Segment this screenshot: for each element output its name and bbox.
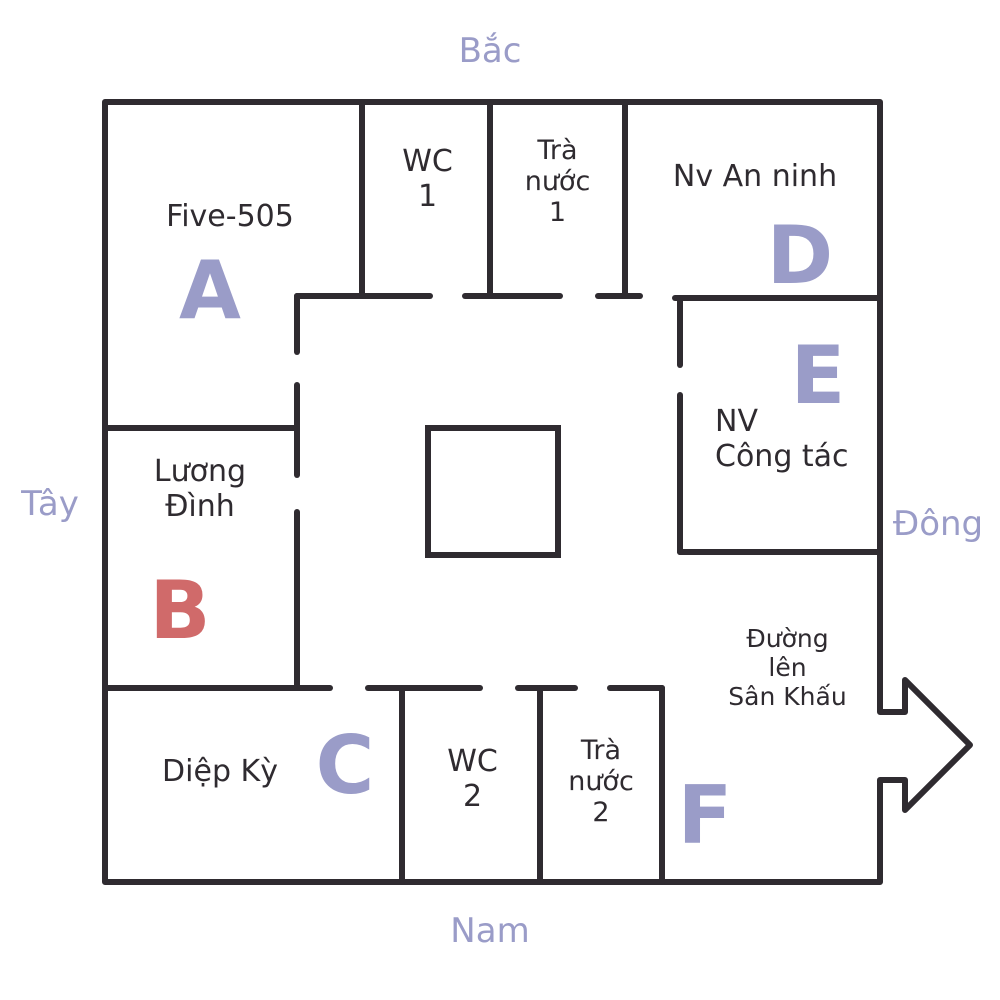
room-wc2-name: WC 2 (447, 744, 498, 814)
west-label: Tây (21, 484, 79, 524)
north-label: Bắc (458, 31, 522, 71)
room-tea1-name: Trà nước 1 (524, 135, 591, 229)
room-b-name: Lương Đình (153, 454, 247, 524)
center-pillar (425, 425, 561, 558)
room-f-letter: F (677, 769, 733, 862)
room-e-name: NV Công tác (715, 404, 849, 474)
room-tea2-name: Trà nước 2 (568, 735, 634, 829)
room-wc1-name: WC 1 (402, 144, 453, 214)
room-c-name: Diệp Kỳ (162, 754, 278, 789)
south-label: Nam (450, 911, 530, 951)
room-c-letter: C (315, 719, 375, 812)
room-a-letter: A (179, 244, 241, 337)
room-e-letter: E (790, 329, 846, 422)
room-b-letter: B (149, 564, 211, 657)
east-label: Đông (892, 504, 984, 544)
interior-walls (102, 99, 883, 885)
room-d-name: Nv An ninh (672, 159, 838, 194)
outer-wall (102, 99, 973, 885)
room-f-name: Đường lên Sân Khấu (728, 624, 847, 711)
room-a-name: Five-505 (166, 199, 294, 234)
room-d-letter: D (766, 209, 834, 302)
